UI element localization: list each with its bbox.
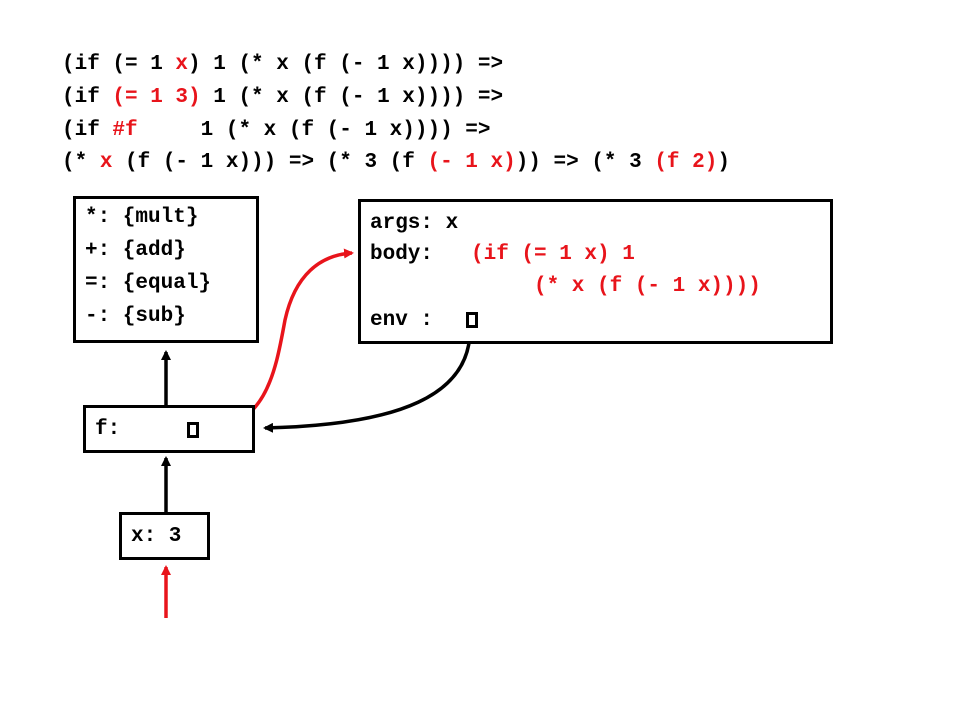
frame-f-pointer <box>187 422 199 438</box>
reduction-line: (if (= 1 x) 1 (* x (f (- 1 x)))) => <box>62 52 503 78</box>
reduction-line: (if (= 1 3) 1 (* x (f (- 1 x)))) => <box>62 85 503 111</box>
expression-text: )) => (* 3 <box>515 151 655 174</box>
closure-args: args: x <box>370 212 459 235</box>
expression-text: ) 1 (* x (f (- 1 x)))) => <box>188 53 504 76</box>
highlighted-expression: #f <box>112 119 138 142</box>
expression-text: 1 (* x (f (- 1 x)))) => <box>137 119 491 142</box>
expression-text: ) <box>717 151 730 174</box>
global-binding: +: {add} <box>85 239 186 262</box>
reduction-line: (if #f 1 (* x (f (- 1 x)))) => <box>62 118 491 144</box>
arrow-env-to-f <box>263 329 472 433</box>
expression-text: (if <box>62 86 113 109</box>
expression-text: (if <box>62 119 113 142</box>
frame-f-label: f: <box>95 418 121 441</box>
reduction-line: (* x (f (- 1 x))) => (* 3 (f (- 1 x))) =… <box>62 150 730 176</box>
closure-env-label: env : <box>370 309 434 332</box>
highlighted-expression: (- 1 x) <box>427 151 516 174</box>
global-binding: *: {mult} <box>85 206 199 229</box>
global-binding: -: {sub} <box>85 305 186 328</box>
expression-text: (if (= 1 <box>62 53 176 76</box>
frame-x-label: x: 3 <box>131 525 182 548</box>
highlighted-expression: x <box>99 151 113 174</box>
global-binding: =: {equal} <box>85 272 212 295</box>
closure-box: args: x body: (if (= 1 x) 1 (* x (f (- 1… <box>358 199 833 344</box>
expression-text: (* <box>62 151 100 174</box>
highlighted-expression: (f 2) <box>654 151 718 174</box>
expression-text: 1 (* x (f (- 1 x)))) => <box>200 86 504 109</box>
frame-f-box: f: <box>83 405 255 453</box>
frame-x-box: x: 3 <box>119 512 210 560</box>
closure-body-label: body: <box>370 243 446 266</box>
expression-text: (f (- 1 x))) => (* 3 (f <box>112 151 428 174</box>
closure-body-line2: (* x (f (- 1 x)))) <box>534 275 761 298</box>
global-env-box: *: {mult} +: {add} =: {equal} -: {sub} <box>73 196 259 343</box>
highlighted-expression: (= 1 3) <box>112 86 201 109</box>
closure-body-line1: (if (= 1 x) 1 <box>471 243 635 266</box>
highlighted-expression: x <box>175 53 189 76</box>
closure-env-pointer <box>466 312 478 328</box>
